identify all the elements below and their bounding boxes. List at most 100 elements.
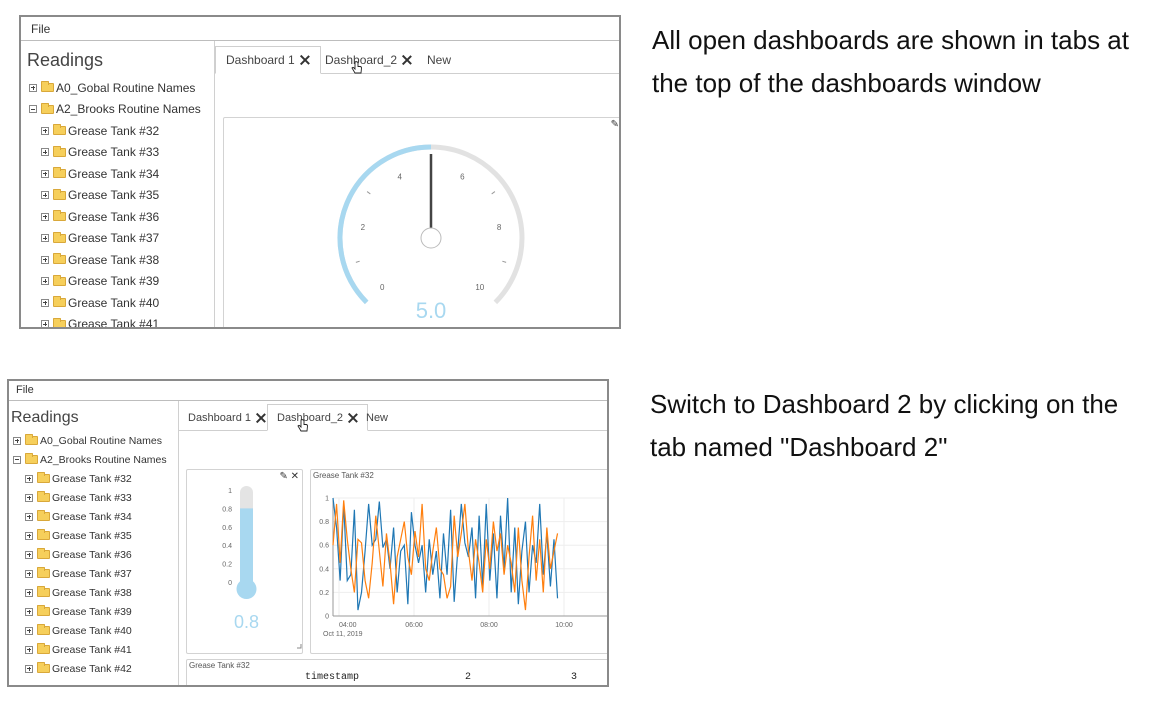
expand-icon[interactable] xyxy=(41,298,49,307)
folder-icon xyxy=(53,124,66,136)
expand-icon[interactable] xyxy=(25,474,33,483)
thermometer-tick-label: 0.8 xyxy=(222,506,232,513)
close-icon[interactable] xyxy=(402,55,412,65)
thermometer-tick-label: 0 xyxy=(228,580,232,587)
resize-handle-icon xyxy=(297,644,302,649)
tab-label: Dashboard_2 xyxy=(277,411,344,424)
tree-item[interactable]: Grease Tank #37 xyxy=(21,228,214,250)
tree-item[interactable]: Grease Tank #40 xyxy=(9,621,178,640)
column-header-2[interactable]: 2 xyxy=(465,672,472,683)
expand-icon[interactable] xyxy=(29,83,37,92)
tree-item-label: Grease Tank #33 xyxy=(52,491,132,504)
edit-icon[interactable]: ✎ xyxy=(610,119,619,130)
tree-item[interactable]: Grease Tank #37 xyxy=(9,564,178,583)
table-header-row: timestamp 2 3 xyxy=(187,672,607,685)
expand-icon[interactable] xyxy=(25,626,33,635)
tree-item[interactable]: Grease Tank #33 xyxy=(21,142,214,164)
tree-item[interactable]: Grease Tank #33 xyxy=(9,488,178,507)
column-header-3[interactable]: 3 xyxy=(571,672,578,683)
tab-dashboard-1[interactable]: Dashboard 1 xyxy=(179,404,275,431)
expand-icon[interactable] xyxy=(41,126,49,135)
tree-item[interactable]: Grease Tank #34 xyxy=(21,163,214,185)
gauge-tick xyxy=(355,260,360,263)
expand-icon[interactable] xyxy=(25,588,33,597)
expand-icon[interactable] xyxy=(41,277,49,286)
tree-item[interactable]: Grease Tank #35 xyxy=(21,185,214,207)
file-menu[interactable]: File xyxy=(31,22,51,36)
expand-icon[interactable] xyxy=(41,191,49,200)
expand-icon[interactable] xyxy=(41,320,49,327)
collapse-icon[interactable] xyxy=(13,455,21,464)
tab-label: Dashboard 1 xyxy=(226,53,295,67)
edit-icon[interactable]: ✎ xyxy=(279,471,288,482)
tab-dashboard-1[interactable]: Dashboard 1 xyxy=(215,46,321,74)
dashboard-tabs: Dashboard 1 Dashboard_2 New xyxy=(215,41,619,74)
expand-icon[interactable] xyxy=(41,169,49,178)
caption-first: All open dashboards are shown in tabs at… xyxy=(652,25,1129,98)
expand-icon[interactable] xyxy=(25,550,33,559)
tree-item[interactable]: Grease Tank #34 xyxy=(9,507,178,526)
tree-item[interactable]: Grease Tank #38 xyxy=(21,249,214,271)
tree-item[interactable]: A0_Gobal Routine Names xyxy=(21,77,214,99)
tree-item[interactable]: Grease Tank #36 xyxy=(9,545,178,564)
tree-item[interactable]: Grease Tank #41 xyxy=(9,640,178,659)
expand-icon[interactable] xyxy=(41,255,49,264)
gauge-tick xyxy=(502,260,507,263)
tree-item-label: Grease Tank #34 xyxy=(68,166,160,181)
tree-item-label: A0_Gobal Routine Names xyxy=(40,434,162,447)
tree-item-label: Grease Tank #41 xyxy=(52,643,132,656)
tab-new[interactable]: New xyxy=(357,404,397,431)
tab-dashboard-2[interactable]: Dashboard_2 xyxy=(315,46,422,74)
tree-item[interactable]: A2_Brooks Routine Names xyxy=(9,450,178,469)
tree-item-label: Grease Tank #37 xyxy=(68,231,160,246)
folder-icon xyxy=(37,510,50,521)
tree-item[interactable]: Grease Tank #32 xyxy=(9,469,178,488)
y-tick-label: 0.2 xyxy=(319,590,329,597)
expand-icon[interactable] xyxy=(25,512,33,521)
expand-icon[interactable] xyxy=(25,531,33,540)
x-tick-label: 06:00 xyxy=(405,622,423,629)
tree-item-label: Grease Tank #36 xyxy=(52,548,132,561)
expand-icon[interactable] xyxy=(41,148,49,157)
tree-item[interactable]: A0_Gobal Routine Names xyxy=(9,431,178,450)
tree-item[interactable]: Grease Tank #40 xyxy=(21,292,214,314)
tab-new[interactable]: New xyxy=(417,46,461,74)
tree-item[interactable]: Grease Tank #42 xyxy=(9,659,178,678)
expand-icon[interactable] xyxy=(13,436,21,445)
expand-icon[interactable] xyxy=(25,607,33,616)
tree-item[interactable]: Grease Tank #32 xyxy=(21,120,214,142)
tree-item-label: Grease Tank #35 xyxy=(52,529,132,542)
expand-icon[interactable] xyxy=(25,664,33,673)
column-header-timestamp[interactable]: timestamp xyxy=(305,672,360,683)
gauge-tick-label: 2 xyxy=(361,223,366,232)
tree-item[interactable]: Grease Tank #39 xyxy=(9,602,178,621)
table-title: Grease Tank #32 xyxy=(189,661,250,670)
tree-item[interactable]: Grease Tank #35 xyxy=(9,526,178,545)
tree-item-label: Grease Tank #34 xyxy=(52,510,132,523)
tree-item-label: Grease Tank #40 xyxy=(68,295,160,310)
collapse-icon[interactable] xyxy=(29,105,37,114)
file-menu[interactable]: File xyxy=(16,384,34,396)
tab-dashboard-2[interactable]: Dashboard_2 xyxy=(267,404,369,431)
folder-icon xyxy=(53,274,66,286)
tree-item-label: Grease Tank #39 xyxy=(52,605,132,618)
tree-item[interactable]: Grease Tank #36 xyxy=(21,206,214,228)
tree-item[interactable]: Grease Tank #39 xyxy=(21,271,214,293)
expand-icon[interactable] xyxy=(25,569,33,578)
x-tick-label: 10:00 xyxy=(555,622,573,629)
thermometer-tick-label: 0.2 xyxy=(222,562,232,569)
chart-title: Grease Tank #32 xyxy=(313,471,374,480)
expand-icon[interactable] xyxy=(41,212,49,221)
close-icon[interactable] xyxy=(300,55,310,65)
tree-item[interactable]: Grease Tank #41 xyxy=(21,314,214,327)
expand-icon[interactable] xyxy=(41,234,49,243)
close-icon[interactable]: ✕ xyxy=(290,471,299,482)
expand-icon[interactable] xyxy=(25,493,33,502)
tree-item[interactable]: A2_Brooks Routine Names xyxy=(21,99,214,121)
tree-item[interactable]: Grease Tank #38 xyxy=(9,583,178,602)
close-icon[interactable] xyxy=(256,413,266,423)
expand-icon[interactable] xyxy=(25,645,33,654)
folder-icon xyxy=(37,529,50,540)
